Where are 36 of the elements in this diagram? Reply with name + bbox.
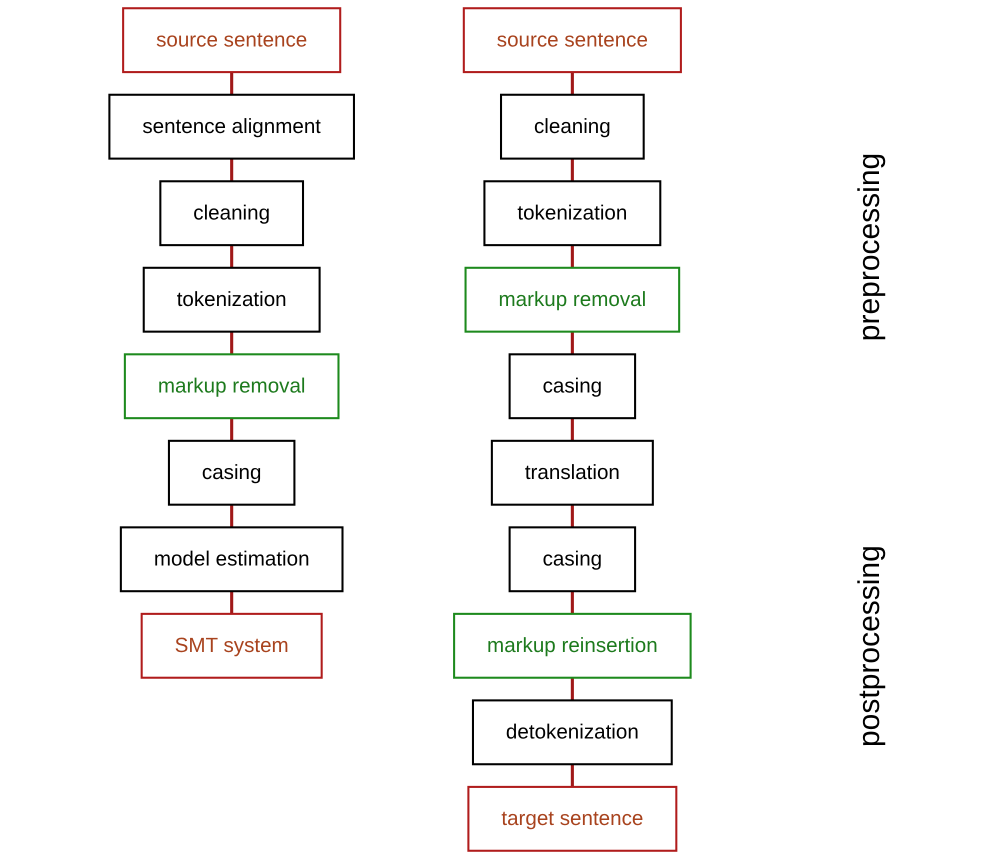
connector bbox=[230, 245, 234, 268]
connector bbox=[570, 158, 574, 182]
node-box: target sentence bbox=[467, 786, 678, 852]
connector bbox=[570, 418, 574, 441]
node-box: model estimation bbox=[120, 526, 344, 592]
node-box: markup removal bbox=[124, 353, 340, 420]
node-box: markup reinsertion bbox=[453, 612, 692, 679]
connector bbox=[230, 332, 234, 354]
node-box: casing bbox=[508, 526, 636, 592]
connector bbox=[230, 504, 234, 528]
section-label: preprocessing bbox=[853, 152, 887, 344]
connector bbox=[230, 591, 234, 614]
node-box: source sentence bbox=[462, 7, 682, 74]
connector bbox=[570, 72, 574, 95]
connector bbox=[570, 678, 574, 700]
node-box: tokenization bbox=[142, 266, 321, 333]
connector bbox=[570, 245, 574, 268]
node-box: translation bbox=[490, 440, 654, 506]
connector bbox=[570, 764, 574, 787]
node-box: cleaning bbox=[500, 94, 645, 160]
connector bbox=[230, 158, 234, 182]
connector bbox=[570, 591, 574, 614]
node-box: sentence alignment bbox=[108, 94, 355, 160]
node-box: tokenization bbox=[483, 180, 662, 246]
connector bbox=[570, 504, 574, 528]
node-box: SMT system bbox=[140, 612, 323, 679]
connector bbox=[570, 332, 574, 354]
node-box: source sentence bbox=[122, 7, 342, 74]
connector bbox=[230, 418, 234, 441]
node-box: detokenization bbox=[472, 699, 673, 766]
node-box: casing bbox=[168, 440, 296, 506]
node-box: casing bbox=[508, 353, 636, 420]
section-label: postprocessing bbox=[853, 547, 887, 747]
node-box: cleaning bbox=[159, 180, 304, 246]
node-box: markup removal bbox=[464, 266, 680, 333]
connector bbox=[230, 72, 234, 95]
